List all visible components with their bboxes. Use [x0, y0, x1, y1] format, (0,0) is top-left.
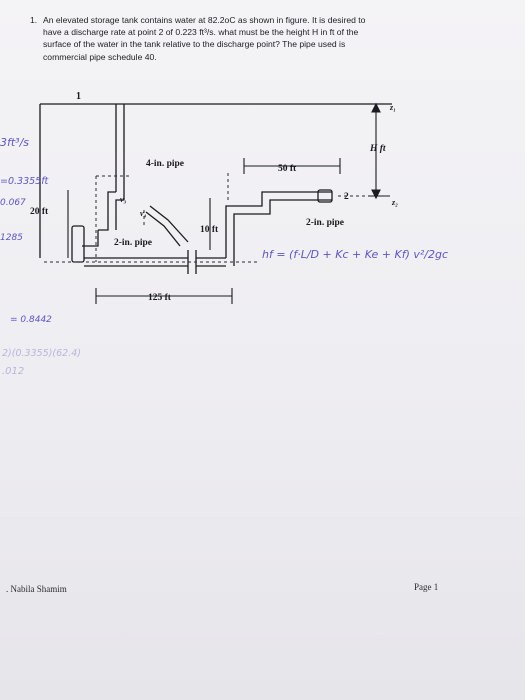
- handwritten-note-2: 1285: [0, 233, 23, 243]
- problem-statement: 1. An elevated storage tank contains wat…: [30, 14, 500, 63]
- pipe-4in-label: 4-in. pipe: [146, 159, 184, 169]
- handwritten-calc-2: .012: [2, 366, 24, 377]
- author-name: . Nabila Shamim: [6, 584, 67, 594]
- pipe-2in-label-b: 2-in. pipe: [306, 218, 344, 228]
- handwritten-head-loss: hf = (f·L/D + Kc + Ke + Kf) v²/2gc: [262, 248, 448, 261]
- problem-line: commercial pipe schedule 40.: [43, 51, 157, 62]
- height-label: H ft: [369, 144, 386, 154]
- length-20-label: 20 ft: [30, 207, 49, 217]
- point-1-label: 1: [76, 91, 81, 102]
- v3-label: v₃: [120, 195, 127, 204]
- problem-number: 1.: [30, 15, 38, 25]
- problem-line: have a discharge rate at point 2 of 0.22…: [43, 27, 359, 38]
- handwritten-fraction: = 0.8442: [10, 315, 52, 325]
- tank-outline: [39, 103, 392, 258]
- pipe-2in-riser: [225, 189, 333, 266]
- problem-line: surface of the water in the tank relativ…: [43, 39, 346, 50]
- handwritten-diameter: =0.3355ft: [0, 176, 50, 187]
- piping-diagram: 1 z₁ H ft 4-in. pipe 50 ft 2 z₂ v₃ v₄ 20…: [0, 91, 448, 377]
- handwritten-calc-1: 2)(0.3355)(62.4): [2, 348, 81, 359]
- handwritten-flow: 3ft³/s: [0, 136, 29, 149]
- problem-line: An elevated storage tank contains water …: [43, 15, 366, 25]
- z1-label: z₁: [389, 103, 396, 112]
- dimension-lines: [67, 102, 390, 304]
- page-number: Page 1: [414, 582, 439, 592]
- v4-label: v₄: [140, 209, 147, 218]
- point-2-label: 2: [344, 192, 349, 202]
- length-50-label: 50 ft: [278, 164, 297, 174]
- pipe-4in: [82, 191, 124, 247]
- length-10-label: 10 ft: [200, 225, 219, 235]
- z2-label: z₂: [391, 198, 398, 207]
- handwritten-note-1: 0.067: [0, 198, 26, 208]
- length-125-label: 125 ft: [148, 293, 172, 303]
- pipe-2in-label-a: 2-in. pipe: [114, 238, 152, 248]
